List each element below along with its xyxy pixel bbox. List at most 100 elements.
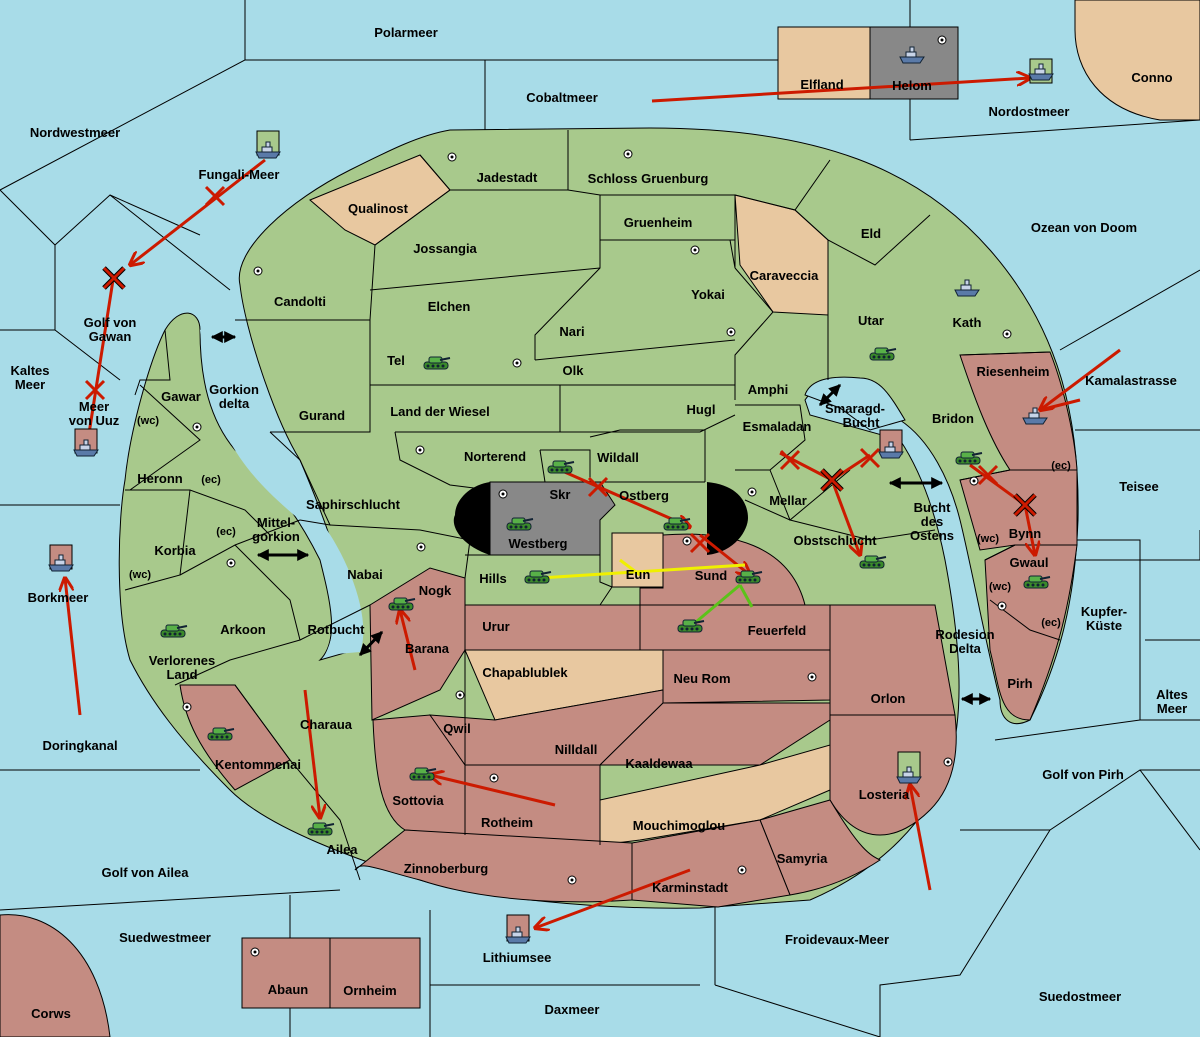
coast-label-korbia-ec: (ec): [216, 526, 236, 538]
order-arrows: [65, 78, 1121, 928]
sea-label-kupferkueste: Kupfer-: [1081, 604, 1127, 619]
supply-center-icon: [747, 487, 757, 497]
sea-label-corws: Corws: [31, 1006, 71, 1021]
region-label-rotheim: Rotheim: [481, 815, 533, 830]
sea-label-kamalastrasse: Kamalastrasse: [1085, 373, 1177, 388]
region-rotheim[interactable]: [464, 764, 601, 846]
region-label-losteria: Losteria: [859, 787, 910, 802]
ship-icon: [255, 130, 281, 159]
supply-center-icon: [937, 35, 947, 45]
region-label-mouchimoglou: Mouchimoglou: [633, 818, 725, 833]
supply-center-icon: [182, 702, 192, 712]
supply-center-icon: [253, 266, 263, 276]
sea-label-gorkion-delta-2: delta: [219, 396, 250, 411]
sea-label-cobaltmeer: Cobaltmeer: [526, 90, 598, 105]
region-label-jossangia: Jossangia: [413, 241, 477, 256]
supply-center-icon: [943, 757, 953, 767]
region-label-gurand: Gurand: [299, 408, 345, 423]
supply-center-icon: [682, 536, 692, 546]
units: [48, 46, 1054, 944]
region-label-bridon: Bridon: [932, 411, 974, 426]
supply-center-icon: [415, 445, 425, 455]
region-label-chapablublek: Chapablublek: [482, 665, 568, 680]
supply-center-icon: [447, 152, 457, 162]
region-label-hills: Hills: [479, 571, 506, 586]
coast-label-heronn-ec: (ec): [201, 474, 221, 486]
coast-label-korbia-wc: (wc): [129, 569, 151, 581]
adjacency-arrows: [210, 331, 992, 705]
sea-label-altes-meer-2: Meer: [1157, 701, 1187, 716]
sea-label-lithiumsee: Lithiumsee: [483, 950, 552, 965]
sea-labels: Polarmeer Cobaltmeer Nordwestmeer Nordos…: [10, 25, 1187, 1021]
supply-center-icon: [498, 489, 508, 499]
region-label-zinnoberburg: Zinnoberburg: [404, 861, 489, 876]
region-label-obstschlucht: Obstschlucht: [793, 533, 877, 548]
region-label-neu-rom: Neu Rom: [673, 671, 730, 686]
region-label-nabai: Nabai: [347, 567, 382, 582]
region-label-nari: Nari: [559, 324, 584, 339]
sea-label-fungali-meer: Fungali-Meer: [199, 167, 280, 182]
region-label-arkoon: Arkoon: [220, 622, 266, 637]
region-gwaul-pirh[interactable]: [984, 544, 1078, 721]
sea-label-bucht-des-ostens: Bucht: [914, 500, 952, 515]
sea-label-kupferkueste-2: Küste: [1086, 618, 1122, 633]
sea-label-mittelgorkion: Mittel-: [257, 515, 295, 530]
sea-label-golf-von-gawan: Golf von: [84, 315, 137, 330]
sea-label-kaltes-meer: Kaltes: [10, 363, 49, 378]
region-label-urur: Urur: [482, 619, 509, 634]
sea-label-nordostmeer: Nordostmeer: [989, 104, 1070, 119]
sea-label-smaragd-bucht: Smaragd-: [825, 401, 885, 416]
supply-center-icon: [726, 327, 736, 337]
sea-label-polarmeer: Polarmeer: [374, 25, 438, 40]
region-label-charaua: Charaua: [300, 717, 353, 732]
region-label-ailea: Ailea: [326, 842, 358, 857]
supply-center-icon: [623, 149, 633, 159]
region-corws[interactable]: [0, 914, 111, 1037]
supply-center-icon: [1002, 329, 1012, 339]
region-kentommenai[interactable]: [179, 684, 291, 791]
sea-mittelgorkion: [200, 300, 364, 655]
coast-label-bynn-wc: (wc): [977, 533, 999, 545]
region-label-verlorenes-land: Verlorenes: [149, 653, 216, 668]
region-label-amphi: Amphi: [748, 382, 788, 397]
region-label-bynn: Bynn: [1009, 526, 1042, 541]
supply-center-icon: [489, 773, 499, 783]
supply-center-icon: [690, 245, 700, 255]
region-label-ornheim: Ornheim: [343, 983, 396, 998]
region-zinnoberburg[interactable]: [354, 829, 633, 903]
supply-center-icon: [567, 875, 577, 885]
coast-label-riesenheim-ec: (ec): [1051, 460, 1071, 472]
region-label-caraveccia: Caraveccia: [750, 268, 819, 283]
region-label-karminstadt: Karminstadt: [652, 880, 729, 895]
region-label-kath: Kath: [953, 315, 982, 330]
region-label-norterend: Norterend: [464, 449, 526, 464]
region-fills: [179, 154, 1078, 908]
region-label-wildall: Wildall: [597, 450, 639, 465]
region-label-barana: Barana: [405, 641, 450, 656]
sea-label-borkmeer: Borkmeer: [28, 590, 89, 605]
region-label-kaaldewaa: Kaaldewaa: [625, 756, 693, 771]
ship-icon: [73, 428, 99, 457]
ship-icon: [505, 914, 531, 944]
region-label-gawar: Gawar: [161, 389, 201, 404]
coast-label-gawar-wc: (wc): [137, 415, 159, 427]
region-ornheim[interactable]: [329, 937, 421, 1009]
sea-label-teisee: Teisee: [1119, 479, 1159, 494]
region-label-candolti: Candolti: [274, 294, 326, 309]
region-label-sund: Sund: [695, 568, 728, 583]
supply-center-icon: [416, 542, 426, 552]
sea-label-rodesion-delta-2: Delta: [949, 641, 982, 656]
region-label-kentommenai: Kentommenai: [215, 757, 301, 772]
region-label-eun: Eun: [626, 567, 651, 582]
sea-label-bucht-des-ostens-3: Ostens: [910, 528, 954, 543]
region-samyria[interactable]: [759, 799, 881, 896]
sea-label-bucht-des-ostens-2: des: [921, 514, 943, 529]
region-losteria[interactable]: [829, 714, 957, 836]
region-conno[interactable]: [1074, 0, 1200, 121]
sea-label-kaltes-meer-2: Meer: [15, 377, 45, 392]
sea-label-golf-von-pirh: Golf von Pirh: [1042, 767, 1124, 782]
region-label-jadestadt: Jadestadt: [477, 170, 538, 185]
region-label-verlorenes-land-2: Land: [166, 667, 197, 682]
region-label-pirh: Pirh: [1007, 676, 1032, 691]
